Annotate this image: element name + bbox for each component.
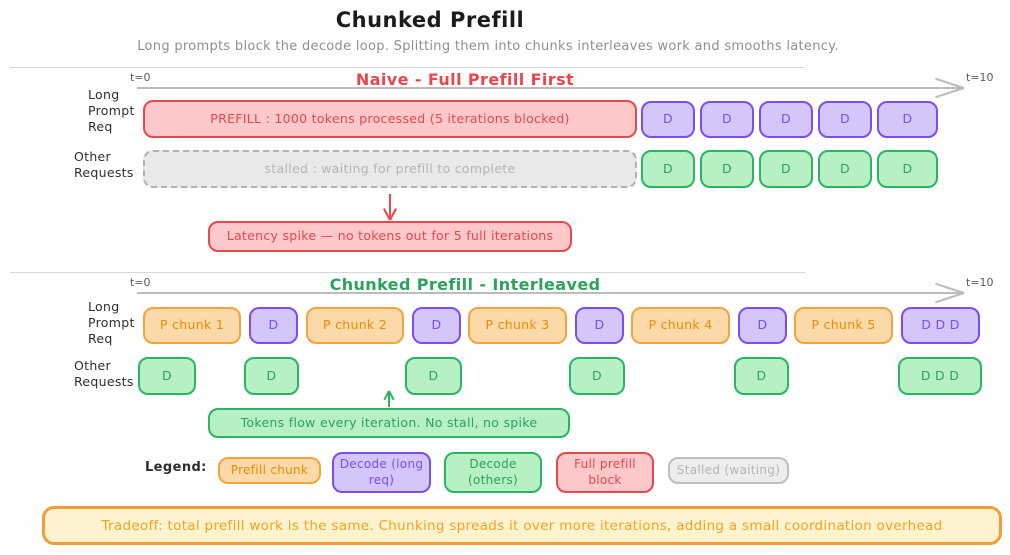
decode-other-box: D xyxy=(877,150,938,188)
tokens-flow-arrow xyxy=(388,391,390,407)
t0-label-chunked: t=0 xyxy=(130,276,151,289)
tradeoff-banner-label: Tradeoff: total prefill work is the same… xyxy=(101,517,943,534)
page-subtitle: Long prompts block the decode loop. Spli… xyxy=(137,39,839,54)
decode-other-box: D xyxy=(569,357,625,395)
decode-long-box: D xyxy=(412,307,461,344)
decode-long-box: D xyxy=(877,101,938,138)
decode-other-box: D xyxy=(700,150,754,188)
decode-long-box: D xyxy=(759,101,813,138)
chunked-section-title: Chunked Prefill - Interleaved xyxy=(329,275,601,294)
section-divider-chunked xyxy=(10,272,805,273)
long-prompt-req-label-chunked: Long Prompt Req xyxy=(88,299,135,346)
legend-item-decode-long: Decode (long req) xyxy=(332,452,431,493)
decode-other-box: D xyxy=(759,150,813,188)
stalled-block: stalled : waiting for prefill to complet… xyxy=(143,150,637,188)
other-requests-label-chunked: Other Requests xyxy=(74,358,134,389)
legend-item-full-prefill-block: Full prefill block xyxy=(556,452,654,493)
legend-item-stalled: Stalled (waiting) xyxy=(668,457,789,484)
decode-other-box: D xyxy=(244,357,299,395)
prefill-chunk-box-4: P chunk 4 xyxy=(631,307,730,344)
prefill-chunk-box-2: P chunk 2 xyxy=(306,307,404,344)
timeline-arrow-naive xyxy=(137,87,963,89)
decode-long-box: D xyxy=(738,307,787,344)
decode-other-box: D xyxy=(734,357,789,395)
decode-long-tail-box: D D D xyxy=(901,307,980,344)
t0-label-naive: t=0 xyxy=(130,71,151,84)
section-divider-naive xyxy=(10,67,805,68)
latency-callout: Latency spike — no tokens out for 5 full… xyxy=(208,221,572,252)
t10-label-chunked: t=10 xyxy=(966,276,994,289)
tokens-flow-callout: Tokens flow every iteration. No stall, n… xyxy=(208,408,570,438)
decode-other-box: D xyxy=(405,357,462,395)
tokens-flow-callout-label: Tokens flow every iteration. No stall, n… xyxy=(240,414,538,430)
legend-label: Legend: xyxy=(145,460,207,475)
prefill-chunk-box-3: P chunk 3 xyxy=(468,307,567,344)
latency-callout-label: Latency spike — no tokens out for 5 full… xyxy=(226,228,554,244)
prefill-chunk-box-5: P chunk 5 xyxy=(794,307,893,344)
stalled-block-label: stalled : waiting for prefill to complet… xyxy=(264,160,516,176)
t10-label-naive: t=10 xyxy=(966,71,994,84)
decode-long-box: D xyxy=(700,101,754,138)
legend-item-prefill-chunk: Prefill chunk xyxy=(218,457,321,484)
prefill-chunk-box-1: P chunk 1 xyxy=(143,307,241,344)
legend-item-decode-others: Decode (others) xyxy=(444,452,542,493)
decode-other-tail-box: D D D xyxy=(898,357,982,395)
page-title: Chunked Prefill xyxy=(335,8,525,32)
decode-other-box: D xyxy=(641,150,695,188)
tradeoff-banner: Tradeoff: total prefill work is the same… xyxy=(42,506,1002,545)
decode-other-box: D xyxy=(138,357,196,395)
decode-long-box: D xyxy=(575,307,624,344)
long-prompt-req-label-naive: Long Prompt Req xyxy=(88,87,135,134)
naive-section-title: Naive - Full Prefill First xyxy=(355,70,575,89)
prefill-block-label: PREFILL : 1000 tokens processed (5 itera… xyxy=(210,110,570,126)
decode-long-box: D xyxy=(641,101,695,138)
latency-arrow xyxy=(389,194,391,220)
decode-long-box: D xyxy=(818,101,872,138)
timeline-arrow-chunked xyxy=(137,292,963,294)
prefill-block: PREFILL : 1000 tokens processed (5 itera… xyxy=(143,100,637,138)
other-requests-label-naive: Other Requests xyxy=(74,149,134,180)
decode-other-box: D xyxy=(818,150,872,188)
decode-long-box: D xyxy=(249,307,298,344)
